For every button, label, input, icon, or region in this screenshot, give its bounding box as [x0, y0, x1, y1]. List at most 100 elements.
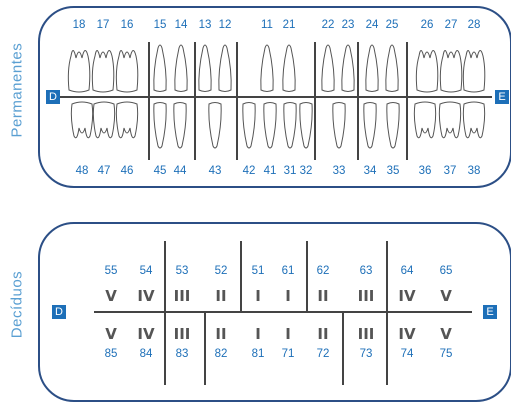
tooth-number-24: 24 [361, 19, 383, 31]
tooth-drawing-27 [440, 50, 461, 92]
tooth-number-13: 13 [194, 19, 216, 31]
tooth-number-41: 41 [259, 165, 281, 177]
tooth-roman-83: III [170, 325, 194, 343]
tooth-number-72: 72 [312, 348, 334, 360]
tooth-number-65: 65 [435, 265, 457, 277]
tooth-number-44: 44 [169, 165, 191, 177]
tooth-number-38: 38 [463, 165, 485, 177]
tooth-drawing-17 [92, 50, 113, 92]
tooth-roman-61: I [276, 287, 300, 305]
tooth-drawing-36 [414, 102, 435, 138]
tooth-roman-64: IV [395, 287, 419, 305]
deciduous-divider-upper-3 [306, 241, 308, 311]
tooth-roman-63: III [354, 287, 378, 305]
tooth-drawing-16 [116, 50, 137, 92]
tooth-number-53: 53 [171, 265, 193, 277]
tooth-number-48: 48 [71, 165, 93, 177]
tooth-roman-84: IV [134, 325, 158, 343]
tooth-number-11: 11 [256, 19, 278, 31]
tooth-drawing-31 [284, 103, 296, 149]
tooth-drawing-35 [387, 103, 399, 149]
tooth-drawing-21 [283, 45, 295, 92]
tooth-number-64: 64 [396, 265, 418, 277]
deciduous-divider-lower-2 [204, 311, 206, 385]
tooth-number-12: 12 [214, 19, 236, 31]
tooth-drawing-22 [322, 45, 334, 92]
tooth-roman-51: I [246, 287, 270, 305]
deciduous-divider-lower-3 [342, 311, 344, 385]
tooth-drawing-34 [364, 103, 376, 149]
tooth-number-26: 26 [416, 19, 438, 31]
deciduous-midline [94, 311, 472, 313]
tooth-number-43: 43 [204, 165, 226, 177]
tooth-drawing-41 [264, 103, 276, 149]
tooth-number-32: 32 [295, 165, 317, 177]
tooth-drawing-43 [209, 103, 221, 149]
tooth-drawing-12 [219, 45, 231, 92]
tooth-number-33: 33 [328, 165, 350, 177]
tooth-roman-73: III [354, 325, 378, 343]
tooth-roman-53: III [170, 287, 194, 305]
tooth-number-47: 47 [93, 165, 115, 177]
tooth-number-18: 18 [68, 19, 90, 31]
deciduous-right-marker: E [483, 305, 497, 319]
tooth-number-42: 42 [238, 165, 260, 177]
tooth-drawing-25 [386, 45, 398, 92]
tooth-drawing-38 [463, 102, 484, 138]
tooth-roman-82: II [209, 325, 233, 343]
tooth-number-51: 51 [247, 265, 269, 277]
tooth-roman-71: I [276, 325, 300, 343]
tooth-roman-75: V [434, 325, 458, 343]
tooth-number-27: 27 [440, 19, 462, 31]
tooth-number-84: 84 [135, 348, 157, 360]
tooth-drawing-26 [416, 50, 437, 92]
tooth-roman-81: I [246, 325, 270, 343]
deciduous-divider-upper-4 [386, 241, 388, 311]
tooth-number-21: 21 [278, 19, 300, 31]
tooth-number-82: 82 [210, 348, 232, 360]
tooth-number-63: 63 [355, 265, 377, 277]
deciduous-left-marker: D [52, 305, 66, 319]
deciduous-title: Decíduos [9, 268, 26, 342]
tooth-number-61: 61 [277, 265, 299, 277]
tooth-number-75: 75 [435, 348, 457, 360]
deciduous-divider-upper-2 [240, 241, 242, 311]
tooth-roman-55: V [99, 287, 123, 305]
tooth-number-52: 52 [210, 265, 232, 277]
tooth-number-17: 17 [92, 19, 114, 31]
tooth-number-81: 81 [247, 348, 269, 360]
tooth-number-28: 28 [463, 19, 485, 31]
deciduous-divider-upper-1 [164, 241, 166, 311]
tooth-number-16: 16 [116, 19, 138, 31]
tooth-roman-65: V [434, 287, 458, 305]
tooth-drawing-15 [154, 45, 166, 92]
deciduous-divider-lower-1 [164, 311, 166, 385]
tooth-drawing-45 [154, 103, 166, 149]
tooth-drawing-48 [71, 102, 92, 138]
tooth-number-85: 85 [100, 348, 122, 360]
tooth-number-46: 46 [116, 165, 138, 177]
tooth-drawing-42 [243, 103, 255, 149]
tooth-number-25: 25 [381, 19, 403, 31]
tooth-drawing-28 [463, 50, 484, 92]
tooth-drawing-46 [116, 102, 137, 138]
tooth-number-37: 37 [439, 165, 461, 177]
tooth-number-55: 55 [100, 265, 122, 277]
tooth-number-54: 54 [135, 265, 157, 277]
tooth-number-45: 45 [149, 165, 171, 177]
tooth-roman-74: IV [395, 325, 419, 343]
tooth-drawing-33 [333, 103, 345, 149]
tooth-number-15: 15 [149, 19, 171, 31]
tooth-number-62: 62 [312, 265, 334, 277]
tooth-drawing-37 [439, 102, 460, 138]
tooth-drawing-24 [366, 45, 378, 92]
tooth-roman-72: II [311, 325, 335, 343]
tooth-number-36: 36 [414, 165, 436, 177]
tooth-number-22: 22 [317, 19, 339, 31]
tooth-drawing-18 [68, 50, 89, 92]
tooth-roman-62: II [311, 287, 335, 305]
tooth-roman-54: IV [134, 287, 158, 305]
tooth-number-74: 74 [396, 348, 418, 360]
tooth-drawing-13 [199, 45, 211, 92]
tooth-roman-52: II [209, 287, 233, 305]
